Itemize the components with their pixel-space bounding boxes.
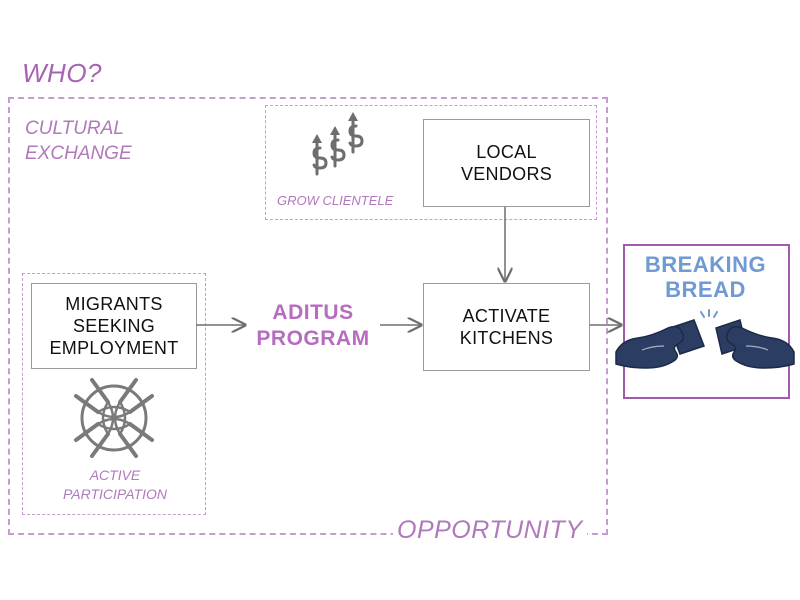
- opportunity-label: OPPORTUNITY: [393, 516, 587, 545]
- breaking-bread-label: BREAKING BREAD: [644, 252, 767, 302]
- activate-kitchens-box: ACTIVATE KITCHENS: [423, 283, 590, 371]
- active-participation-group: [22, 273, 206, 515]
- who-label: WHO?: [22, 58, 102, 88]
- grow-clientele-label: GROW CLIENTELE: [277, 193, 394, 208]
- cups-toast-icon: [615, 309, 795, 369]
- grow-clientele-group: [265, 105, 597, 220]
- aditus-program-label: ADITUS PROGRAM: [256, 301, 370, 350]
- local-vendors-box: LOCAL VENDORS: [423, 119, 590, 207]
- dollar-signs-icon: [312, 112, 364, 176]
- breaking-bread-box: [623, 244, 790, 399]
- joined-hands-icon: [74, 378, 154, 458]
- cultural-exchange-label: CULTURAL EXCHANGE: [25, 118, 132, 164]
- migrants-box: MIGRANTS SEEKING EMPLOYMENT: [31, 283, 197, 369]
- opportunity-frame: [8, 97, 608, 535]
- active-participation-label: ACTIVE PARTICIPATION: [63, 467, 167, 502]
